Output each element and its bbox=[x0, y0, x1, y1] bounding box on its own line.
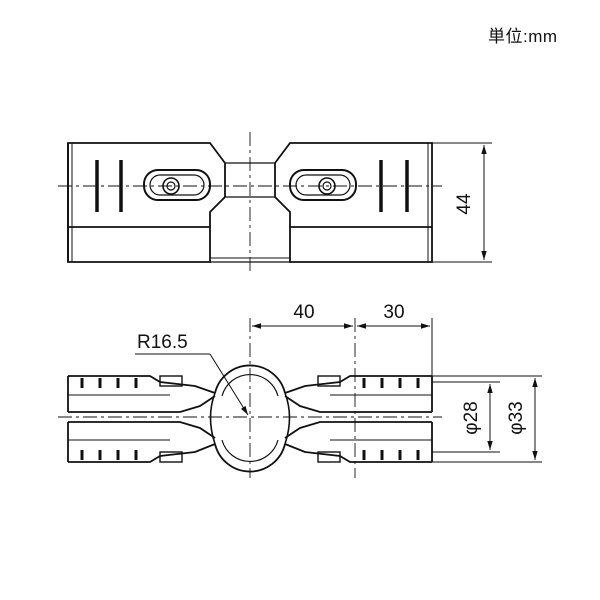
dimension-height bbox=[432, 142, 492, 263]
radius-label: R16.5 bbox=[137, 332, 188, 353]
dimension-height-label: 44 bbox=[454, 193, 475, 215]
dimension-length-b-label: 30 bbox=[383, 302, 404, 323]
bolt-head-right bbox=[317, 375, 341, 387]
bolt-slot-left bbox=[143, 169, 211, 201]
bolt-head-left bbox=[159, 375, 183, 387]
dimension-length-a-label: 40 bbox=[293, 302, 314, 323]
top-view-outline-right bbox=[274, 142, 433, 263]
bolt-slot-right bbox=[289, 169, 357, 201]
dimension-diameters bbox=[432, 375, 542, 463]
front-view bbox=[58, 318, 442, 478]
pipe-clamp-arc bbox=[214, 364, 286, 394]
radius-leader bbox=[135, 353, 249, 416]
dimension-lengths bbox=[252, 318, 433, 376]
slot-marks-right bbox=[379, 160, 409, 212]
dia-inner-label: φ28 bbox=[461, 401, 482, 434]
unit-label: 単位:mm bbox=[488, 27, 558, 46]
dia-outer-label: φ33 bbox=[506, 401, 527, 434]
grip-teeth bbox=[80, 378, 420, 460]
top-view bbox=[58, 132, 442, 272]
top-view-outline bbox=[67, 142, 226, 263]
